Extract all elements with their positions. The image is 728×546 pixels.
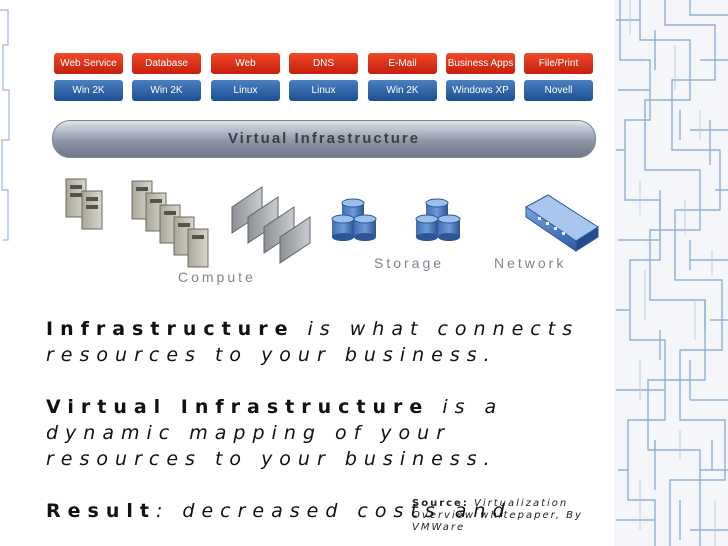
app-email: E-Mail <box>368 53 437 74</box>
app-web-service: Web Service <box>54 53 123 74</box>
paragraph-infrastructure: Infrastructure is what connects resource… <box>46 316 606 368</box>
os-novell: Novell <box>524 80 593 101</box>
storage-label: Storage <box>374 255 445 271</box>
os-win2k-3: Win 2K <box>368 80 437 101</box>
app-business-apps: Business Apps <box>446 53 515 74</box>
term-infrastructure: Infrastructure <box>46 318 295 340</box>
os-linux-2: Linux <box>289 80 358 101</box>
paragraph-result: Result: decreased costs and <box>46 498 606 524</box>
slide-text: Infrastructure is what connects resource… <box>46 316 606 524</box>
os-win2k-2: Win 2K <box>132 80 201 101</box>
network-switch-icon <box>525 194 599 252</box>
virtual-infrastructure-label: Virtual Infrastructure <box>227 130 421 147</box>
storage-disk-icons <box>331 198 461 241</box>
virtual-infrastructure-diagram: Web Service Database Web DNS E-Mail Busi… <box>48 47 600 287</box>
os-win2k-1: Win 2K <box>54 80 123 101</box>
term-result: Result <box>46 500 156 522</box>
compute-label: Compute <box>178 269 256 285</box>
definition-infrastructure: is what connects resources to your busin… <box>46 318 580 366</box>
app-file-print: File/Print <box>524 53 593 74</box>
source-citation: Source: Virtualization Overview whitepap… <box>412 498 602 534</box>
term-virtual-infrastructure: Virtual Infrastructure <box>46 396 430 418</box>
server-tower-icons <box>65 178 209 268</box>
blade-server-icons <box>231 186 311 264</box>
app-web: Web <box>211 53 280 74</box>
paragraph-virtual-infrastructure: Virtual Infrastructure is a dynamic mapp… <box>46 394 606 472</box>
virtual-infrastructure-bar: Virtual Infrastructure <box>52 120 596 158</box>
result-text: : decreased costs and <box>155 500 512 522</box>
network-label: Network <box>494 255 567 271</box>
hardware-icons <box>65 178 599 268</box>
os-windows-xp: Windows XP <box>446 80 515 101</box>
os-linux-1: Linux <box>211 80 280 101</box>
source-label: Source: <box>412 498 469 509</box>
app-database: Database <box>132 53 201 74</box>
source-text: Virtualization Overview whitepaper, By V… <box>412 498 583 533</box>
definition-virtual-infrastructure: is a dynamic mapping of your resources t… <box>46 396 504 470</box>
app-dns: DNS <box>289 53 358 74</box>
